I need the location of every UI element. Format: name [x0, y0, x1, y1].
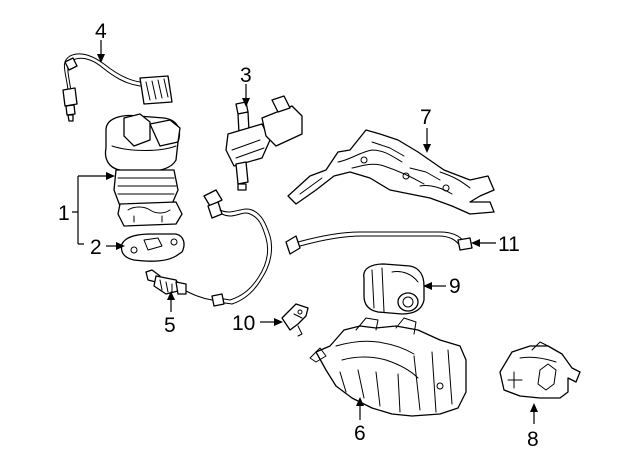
arrow-7 — [423, 144, 431, 153]
callout-2[interactable]: 2 — [90, 236, 102, 259]
callout-4[interactable]: 4 — [95, 20, 107, 43]
leader-1 — [72, 175, 108, 245]
callout-9[interactable]: 9 — [449, 275, 461, 298]
arrow-10 — [274, 318, 283, 326]
arrow-2 — [116, 242, 125, 250]
callout-8[interactable]: 8 — [527, 428, 539, 451]
callout-7[interactable]: 7 — [420, 106, 432, 129]
callout-5[interactable]: 5 — [164, 314, 176, 337]
callout-leaders — [72, 40, 538, 424]
arrow-11 — [471, 239, 480, 247]
callout-labels: 1 2 3 4 5 6 7 8 9 10 11 — [58, 20, 539, 451]
callout-10[interactable]: 10 — [232, 312, 255, 335]
callout-3[interactable]: 3 — [240, 64, 252, 87]
arrow-6 — [356, 397, 364, 406]
part-10-bracket[interactable] — [281, 303, 309, 337]
part-8-bracket-housing[interactable] — [499, 341, 581, 399]
part-1-egr-valve[interactable] — [104, 113, 183, 227]
part-2-gasket[interactable] — [120, 233, 185, 262]
part-11-vacuum-hose[interactable] — [285, 231, 473, 255]
arrow-9 — [423, 282, 432, 290]
callout-1[interactable]: 1 — [58, 202, 70, 225]
part-9-solenoid-module[interactable] — [363, 263, 425, 315]
part-4-oxygen-sensor-harness[interactable] — [62, 53, 173, 122]
arrow-3 — [242, 98, 250, 107]
arrow-5 — [167, 291, 175, 300]
part-5-oxygen-sensor[interactable] — [145, 189, 273, 307]
arrow-4 — [97, 54, 105, 63]
part-7-heat-shield[interactable] — [287, 129, 495, 215]
callout-6[interactable]: 6 — [354, 422, 366, 445]
part-3-vsv-solenoid[interactable] — [225, 95, 303, 191]
callout-11[interactable]: 11 — [498, 233, 520, 256]
arrow-1 — [106, 172, 115, 180]
arrow-8 — [530, 403, 538, 412]
part-6-charcoal-canister[interactable] — [309, 317, 467, 417]
